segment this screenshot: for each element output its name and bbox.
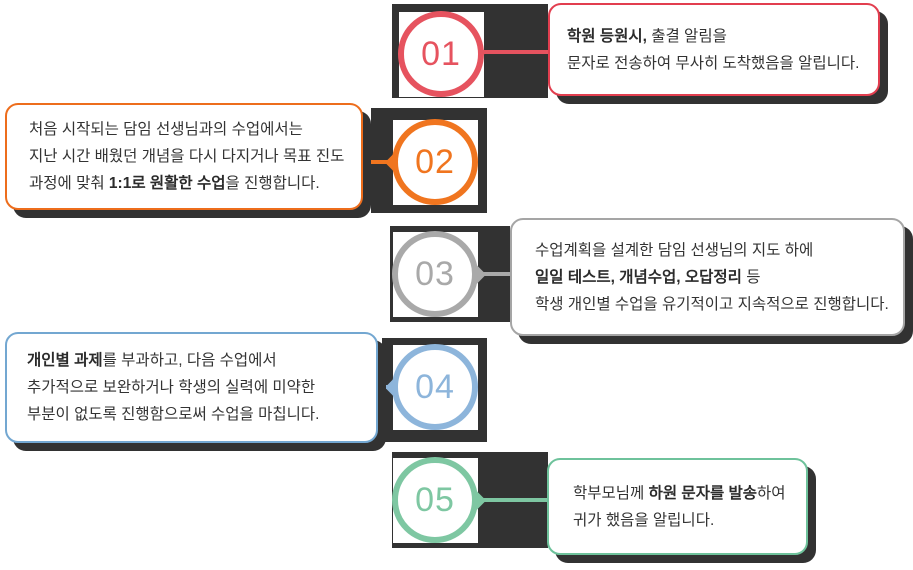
step-03-number-backdrop [393,232,478,317]
step-05-shadow-block [392,452,548,548]
step-01-connector-line [470,50,548,54]
step-03-connector-line [470,272,510,276]
step-02-shadow-block [371,108,487,213]
step-05-connector-diamond [464,489,487,512]
step-03-description-box: 수업계획을 설계한 담임 선생님의 지도 하에 일일 테스트, 개념수업, 오답… [510,218,905,336]
step-02-number-label: 02 [415,142,455,181]
step-01-number-circle: 01 [398,11,484,97]
step-04-shadow-block [382,338,487,442]
description-line: 수업계획을 설계한 담임 선생님의 지도 하에 [535,241,814,259]
step-05-number-circle: 05 [392,457,478,543]
step-05-description-box: 학부모님께 하원 문자를 발송하여 귀가 했음을 알립니다. [547,458,808,555]
description-line: 학부모님께 하원 문자를 발송하여 [573,484,786,502]
description-line: 개인별 과제를 부과하고, 다음 수업에서 [27,352,277,369]
description-line: 일일 테스트, 개념수업, 오답정리 등 [535,268,761,286]
description-line: 학생 개인별 수업을 유기적이고 지속적으로 진행합니다. [535,295,889,313]
description-line: 추가적으로 보완하거나 학생의 실력에 미약한 [27,379,316,396]
step-04-number-backdrop [393,345,478,430]
step-01-number-backdrop [399,12,484,97]
description-line: 학원 등원시, 출결 알림을 [567,27,727,45]
step-04-number-label: 04 [415,367,455,406]
step-04-description-box: 개인별 과제를 부과하고, 다음 수업에서 추가적으로 보완하거나 학생의 실력… [5,332,378,443]
description-line: 처음 시작되는 담임 선생님과의 수업에서는 [29,121,303,138]
step-01-connector-diamond [464,41,487,64]
description-line: 귀가 했음을 알립니다. [573,511,715,529]
step-02-description-box: 처음 시작되는 담임 선생님과의 수업에서는 지난 시간 배웠던 개념을 다시 … [5,103,363,210]
step-03-shadow-block [390,226,510,322]
step-01-number-label: 01 [421,34,461,73]
step-02-connector-diamond [384,151,407,174]
step-03-number-circle: 03 [392,231,478,317]
description-line: 과정에 맞춰 1:1로 원활한 수업을 진행합니다. [29,175,320,192]
step-04-connector-line [378,385,408,389]
step-03-number-label: 03 [415,254,455,293]
step-05-number-backdrop [393,458,478,543]
step-05-connector-line [470,498,548,502]
description-line: 지난 시간 배웠던 개념을 다시 다지거나 목표 진도 [29,148,345,165]
description-line: 문자로 전송하여 무사히 도착했음을 알립니다. [567,54,860,72]
step-04-connector-diamond [384,376,407,399]
step-04-number-circle: 04 [392,344,478,430]
step-03-connector-diamond [464,263,487,286]
step-01-description-box: 학원 등원시, 출결 알림을 문자로 전송하여 무사히 도착했음을 알립니다. [548,3,880,96]
description-line: 부분이 없도록 진행함으로써 수업을 마칩니다. [27,406,320,423]
step-02-number-circle: 02 [392,119,478,205]
step-05-number-label: 05 [415,480,455,519]
step-02-connector-line [363,160,403,164]
step-02-number-backdrop [393,120,478,205]
step-01-shadow-block [392,4,548,98]
